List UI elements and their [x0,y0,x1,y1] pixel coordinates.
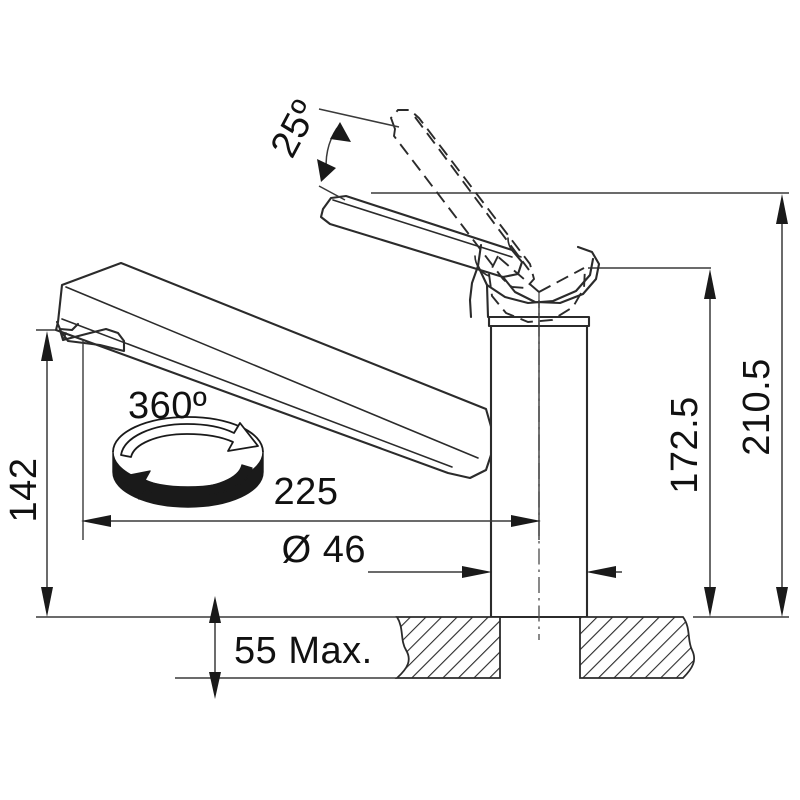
dimension-reach-225: 225 [81,300,541,540]
swivel-angle-label: 360º [128,385,207,427]
counter-thickness-label: 55 Max. [234,630,373,672]
faucet-spout [54,261,494,480]
dimension-counter-thickness-55: 55 Max. [209,596,373,699]
spout-reach-label: 225 [274,471,339,513]
lever-handle-raised-phantom [389,109,586,323]
dimension-diameter-46: Ø 46 [282,529,622,578]
rotation-symbol-360: 360º [112,385,264,508]
overall-height-label: 210.5 [736,358,778,456]
spout-height-label: 142 [3,458,45,523]
countertop-section [394,616,696,679]
handle-clearance-label: 172.5 [664,396,706,494]
body-diameter-label: Ø 46 [282,529,366,571]
dimension-handle-clearance-172-5: 172.5 [664,269,716,617]
spout-aerator [55,320,126,353]
dimension-overall-height-210-5: 210.5 [736,194,788,617]
dimension-spout-height-142: 142 [3,331,53,617]
